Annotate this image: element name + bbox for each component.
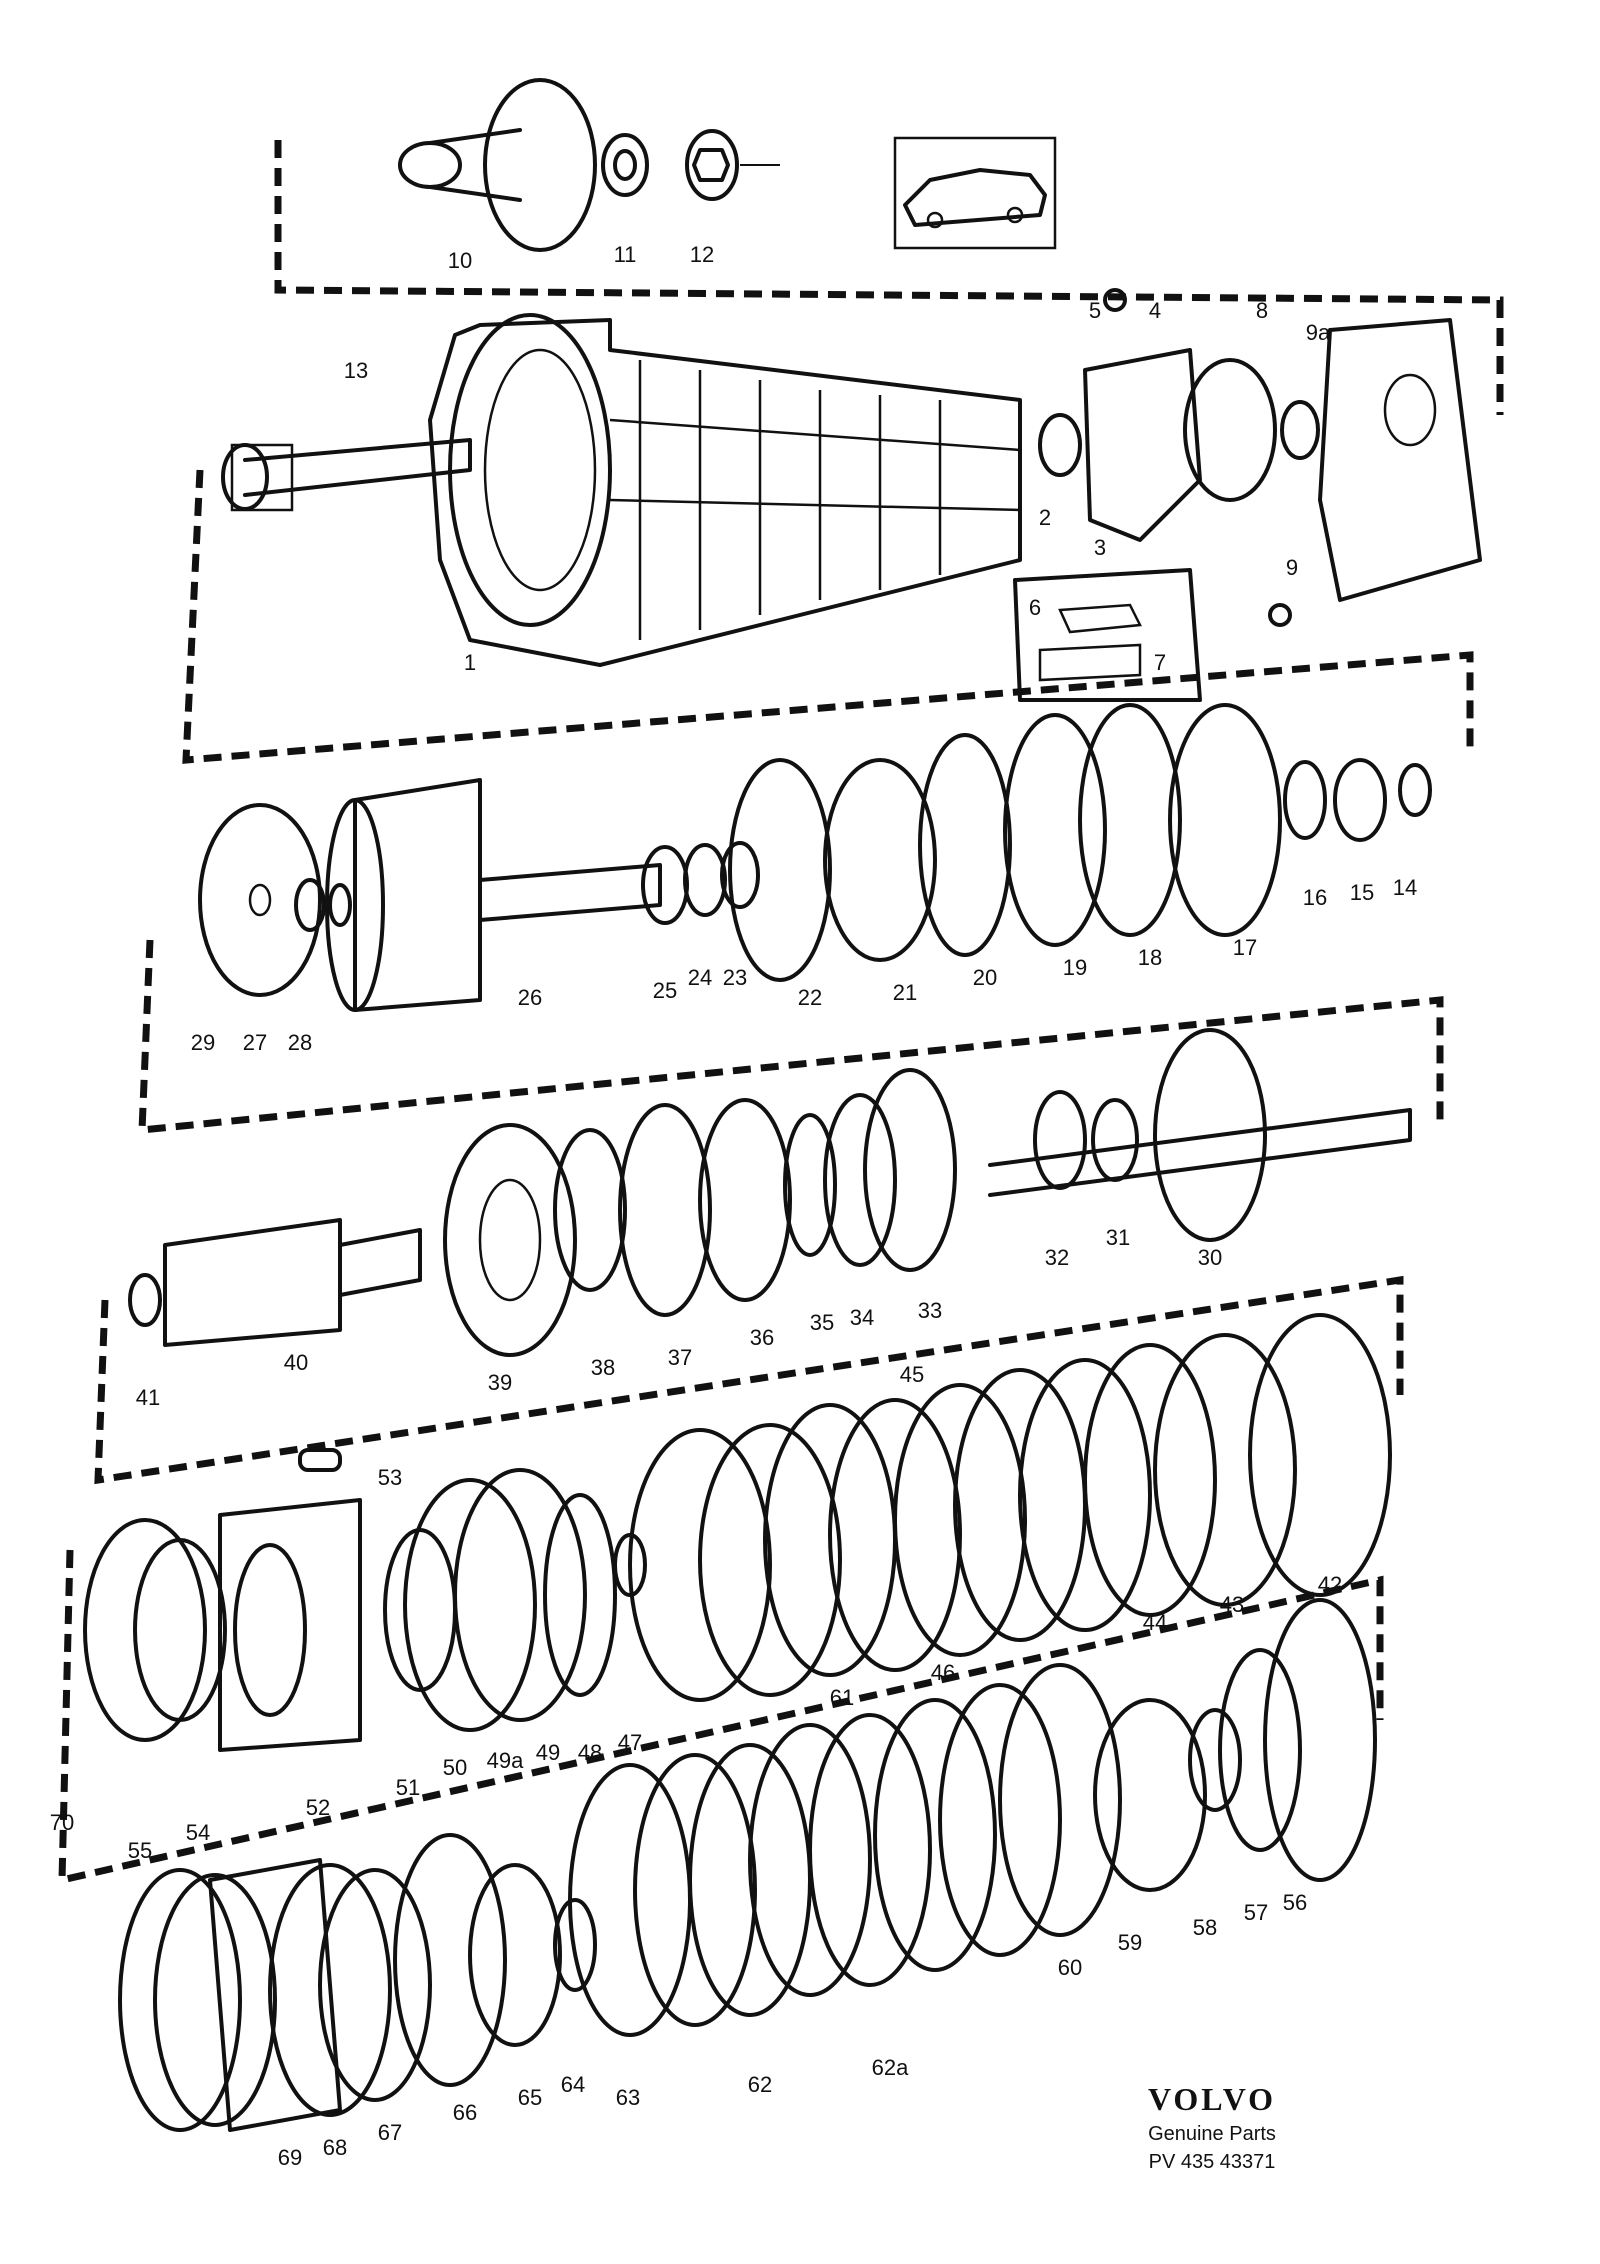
part-label-35: 35 — [810, 1310, 834, 1335]
part-label-27: 27 — [243, 1030, 267, 1055]
part-label-22: 22 — [798, 985, 822, 1010]
part-label-57: 57 — [1244, 1900, 1268, 1925]
part-label-48: 48 — [578, 1740, 602, 1765]
part-label-29: 29 — [191, 1030, 215, 1055]
part-label-14: 14 — [1393, 875, 1417, 900]
part-label-31: 31 — [1106, 1225, 1130, 1250]
row-clutch-pack-2 — [118, 1598, 1377, 2132]
part-label-39: 39 — [488, 1370, 512, 1395]
volvo-logo: VOLVO — [1148, 2081, 1276, 2117]
part-label-36: 36 — [750, 1325, 774, 1350]
part-label-52: 52 — [306, 1795, 330, 1820]
part-label-20: 20 — [973, 965, 997, 990]
part-label-60: 60 — [1058, 1955, 1082, 1980]
part-label-45: 45 — [900, 1362, 924, 1387]
part-label-53: 53 — [378, 1465, 402, 1490]
footer-code: PV 435 43371 — [1149, 2151, 1276, 2173]
part-label-15: 15 — [1350, 880, 1374, 905]
part-label-23: 23 — [723, 965, 747, 990]
row-flange-parts — [398, 78, 780, 252]
row-gearset-1 — [198, 703, 1432, 1012]
part-label-63: 63 — [616, 2085, 640, 2110]
part-label-59: 59 — [1118, 1930, 1142, 1955]
part-label-3: 3 — [1094, 535, 1106, 560]
part-label-44: 44 — [1143, 1610, 1167, 1635]
part-label-50: 50 — [443, 1755, 467, 1780]
part-label-21: 21 — [893, 980, 917, 1005]
part-label-13: 13 — [344, 358, 368, 383]
part-label-56: 56 — [1283, 1890, 1307, 1915]
part-label-25: 25 — [653, 978, 677, 1003]
part-label-10: 10 — [448, 248, 472, 273]
part-label-24: 24 — [688, 965, 712, 990]
footer-caption: Genuine Parts — [1148, 2123, 1276, 2145]
row-gearset-2 — [128, 1028, 1412, 1357]
part-label-41: 41 — [136, 1385, 160, 1410]
part-label-61: 61 — [830, 1685, 854, 1710]
part-label-54: 54 — [186, 1820, 210, 1845]
part-label-62: 62 — [748, 2072, 772, 2097]
part-label-6: 6 — [1029, 595, 1041, 620]
part-label-55: 55 — [128, 1838, 152, 1863]
part-label-4: 4 — [1149, 298, 1161, 323]
part-label-19: 19 — [1063, 955, 1087, 980]
part-label-68: 68 — [323, 2135, 347, 2160]
part-label-8: 8 — [1256, 298, 1268, 323]
footer-block: VOLVO Genuine Parts PV 435 43371 — [1148, 2081, 1276, 2173]
part-label-33: 33 — [918, 1298, 942, 1323]
part-label-17: 17 — [1233, 935, 1257, 960]
part-label-62a: 62a — [872, 2055, 909, 2080]
part-label-67: 67 — [378, 2120, 402, 2145]
part-label-18: 18 — [1138, 945, 1162, 970]
part-label-69: 69 — [278, 2145, 302, 2170]
part-label-42: 42 — [1318, 1572, 1342, 1597]
part-label-66: 66 — [453, 2100, 477, 2125]
part-label-64: 64 — [561, 2072, 585, 2097]
part-label-40: 40 — [284, 1350, 308, 1375]
part-label-9a: 9a — [1306, 320, 1331, 345]
part-label-58: 58 — [1193, 1915, 1217, 1940]
part-label-30: 30 — [1198, 1245, 1222, 1270]
part-label-2: 2 — [1039, 505, 1051, 530]
part-label-16: 16 — [1303, 885, 1327, 910]
row-transmission-housing — [221, 288, 1482, 702]
part-label-7: 7 — [1154, 650, 1166, 675]
part-label-43: 43 — [1220, 1592, 1244, 1617]
part-label-47: 47 — [618, 1730, 642, 1755]
part-label-49a: 49a — [487, 1748, 524, 1773]
car-icon — [893, 136, 1057, 250]
part-label-38: 38 — [591, 1355, 615, 1380]
group-outlines — [58, 140, 1504, 1885]
part-label-65: 65 — [518, 2085, 542, 2110]
row-clutch-pack-1 — [83, 1313, 1392, 1752]
part-label-51: 51 — [396, 1775, 420, 1800]
part-label-26: 26 — [518, 985, 542, 1010]
part-label-12: 12 — [690, 242, 714, 267]
part-label-28: 28 — [288, 1030, 312, 1055]
part-label-70: 70 — [50, 1810, 74, 1835]
part-label-32: 32 — [1045, 1245, 1069, 1270]
part-label-37: 37 — [668, 1345, 692, 1370]
part-label-34: 34 — [850, 1305, 874, 1330]
part-label-46: 46 — [931, 1660, 955, 1685]
part-label-5: 5 — [1089, 298, 1101, 323]
part-label-49: 49 — [536, 1740, 560, 1765]
part-label-1: 1 — [464, 650, 476, 675]
part-label-9: 9 — [1286, 555, 1298, 580]
part-label-11: 11 — [614, 242, 637, 267]
